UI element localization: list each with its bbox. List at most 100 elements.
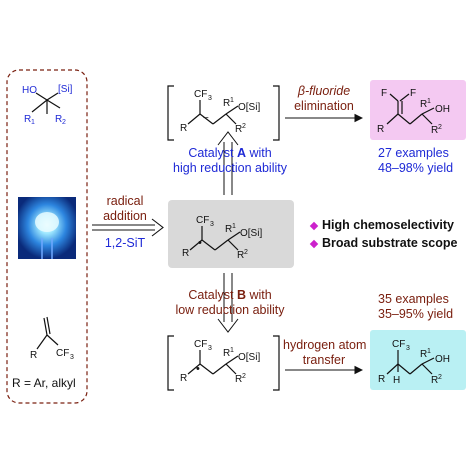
up-arrow-catalyst-a	[217, 131, 239, 195]
r1-sub-label: 1	[31, 119, 35, 126]
gem-difluoroalkene-product-box	[370, 80, 466, 140]
feature-substrate-scope: Broad substrate scope	[322, 236, 458, 250]
r2-label: R	[55, 114, 62, 125]
product-a-r-label: R	[377, 124, 384, 135]
bottom-r-label: R	[180, 373, 187, 384]
center-r1-label: R	[225, 224, 232, 235]
hydroxyl-label: HO	[22, 85, 37, 96]
bottom-osi-label: O[Si]	[238, 352, 260, 363]
r-definition: R = Ar, alkyl	[12, 376, 76, 390]
beta-fluoride-label: β-fluoride elimination	[283, 84, 365, 114]
center-r1-sup: 1	[232, 223, 236, 230]
top-yield: 48–98% yield	[378, 161, 454, 175]
alkene-r-label: R	[30, 350, 37, 361]
anion-osi-label: O[Si]	[238, 102, 260, 113]
catalyst-b-post: with	[245, 288, 272, 302]
radical-addition-line2: addition	[103, 209, 147, 223]
down-arrow-catalyst-b	[217, 273, 239, 333]
anion-r2-label: R	[235, 124, 242, 135]
catalyst-a-pre: Catalyst	[188, 146, 237, 160]
sit-label: 1,2-SiT	[104, 236, 146, 250]
catalyst-a-label: Catalyst A with high reduction ability	[160, 146, 300, 176]
catalyst-a-post: with	[245, 146, 272, 160]
product-b-r1-sup: 1	[427, 348, 431, 355]
bottom-r1-label: R	[223, 348, 230, 359]
reagents-panel	[6, 69, 88, 404]
product-b-oh-label: OH	[435, 354, 450, 365]
catalyst-b-line2: low reduction ability	[175, 303, 285, 317]
main-reaction-arrow	[92, 218, 164, 237]
features-list: High chemoselectivity Broad substrate sc…	[322, 218, 457, 251]
product-b-r2-label: R	[431, 375, 438, 386]
hat-line1: hydrogen atom	[283, 338, 367, 352]
center-r-label: R	[182, 248, 189, 259]
top-examples: 27 examples	[378, 146, 449, 160]
bottom-yield-block: 35 examples 35–95% yield	[378, 292, 453, 322]
radical-addition-line1: radical	[106, 194, 144, 208]
blue-led-image	[18, 197, 76, 259]
bottom-r2-label: R	[235, 374, 242, 385]
hat-line2: transfer	[302, 353, 346, 367]
anion-cf3-sub: 3	[208, 95, 212, 102]
alcohol-product-box	[370, 330, 466, 390]
anion-r-label: R	[180, 123, 187, 134]
bottom-r1-sup: 1	[230, 347, 234, 354]
anion-r1-sup: 1	[230, 97, 234, 104]
trifluoromethyl-alcohol-product: R CF 3 H R 1 OH R 2	[378, 339, 450, 386]
center-radical-dot: •	[198, 237, 202, 249]
product-b-cf3-sub: 3	[406, 345, 410, 352]
product-a-r1-label: R	[420, 99, 427, 110]
anion-charge: −	[203, 113, 209, 124]
radical-addition-label: radical addition	[94, 194, 156, 224]
anion-intermediate: R CF 3 − R 1 O[Si] R 2	[167, 85, 280, 141]
product-a-oh-label: OH	[435, 104, 450, 115]
catalyst-b-letter: B	[236, 288, 246, 302]
top-yield-block: 27 examples 48–98% yield	[378, 146, 453, 176]
product-a-r2-sup: 2	[438, 124, 442, 131]
feature-chemoselectivity: High chemoselectivity	[322, 218, 454, 232]
catalyst-b-label: Catalyst B with low reduction ability	[160, 288, 300, 318]
radical-intermediate: R CF 3 • R 1 O[Si] R 2	[182, 215, 262, 261]
silyl-label: [Si]	[58, 84, 73, 95]
trifluoromethyl-alkene-reagent: R CF 3	[30, 316, 74, 361]
bottom-examples: 35 examples	[378, 292, 449, 306]
product-b-r2-sup: 2	[438, 374, 442, 381]
gem-difluoroalkene-product: F F R R 1 OH R 2	[377, 88, 450, 136]
r2-sub-label: 2	[62, 119, 66, 126]
silyl-alcohol-reagent: HO [Si] R 1 R 2	[22, 84, 73, 126]
bottom-radical-dot: •	[196, 363, 200, 375]
catalyst-a-line1: Catalyst A with	[160, 146, 300, 161]
alkene-cf3-label: CF	[56, 348, 69, 359]
center-cf3-label: CF	[196, 215, 209, 226]
center-cf3-sub: 3	[210, 221, 214, 228]
product-a-r1-sup: 1	[427, 98, 431, 105]
beta-fluoride-line1: β-fluoride	[297, 84, 351, 98]
catalyst-a-letter: A	[236, 146, 246, 160]
diamond-icon	[309, 221, 319, 231]
product-b-cf3-label: CF	[392, 339, 405, 350]
bottom-cf3-sub: 3	[208, 345, 212, 352]
diamond-icon	[309, 239, 319, 249]
catalyst-a-line2: high reduction ability	[173, 161, 287, 175]
product-b-h-label: H	[393, 375, 400, 386]
alkene-cf3-sub: 3	[70, 354, 74, 361]
center-r2-sup: 2	[244, 249, 248, 256]
beta-fluoride-line2: elimination	[294, 99, 354, 113]
anion-cf3-label: CF	[194, 89, 207, 100]
catalyst-b-pre: Catalyst	[188, 288, 237, 302]
anion-r1-label: R	[223, 98, 230, 109]
product-a-r2-label: R	[431, 125, 438, 136]
catalyst-b-line1: Catalyst B with	[160, 288, 300, 303]
bottom-yield: 35–95% yield	[378, 307, 454, 321]
product-a-f2-label: F	[410, 88, 416, 99]
product-b-r1-label: R	[420, 349, 427, 360]
r1-label: R	[24, 114, 31, 125]
radical-intermediate-bottom: R CF 3 • R 1 O[Si] R 2	[167, 335, 280, 391]
hat-label: hydrogen atom transfer	[283, 338, 367, 368]
product-a-f1-label: F	[381, 88, 387, 99]
bottom-r2-sup: 2	[242, 373, 246, 380]
anion-r2-sup: 2	[242, 123, 246, 130]
center-osi-label: O[Si]	[240, 228, 262, 239]
center-r2-label: R	[237, 250, 244, 261]
